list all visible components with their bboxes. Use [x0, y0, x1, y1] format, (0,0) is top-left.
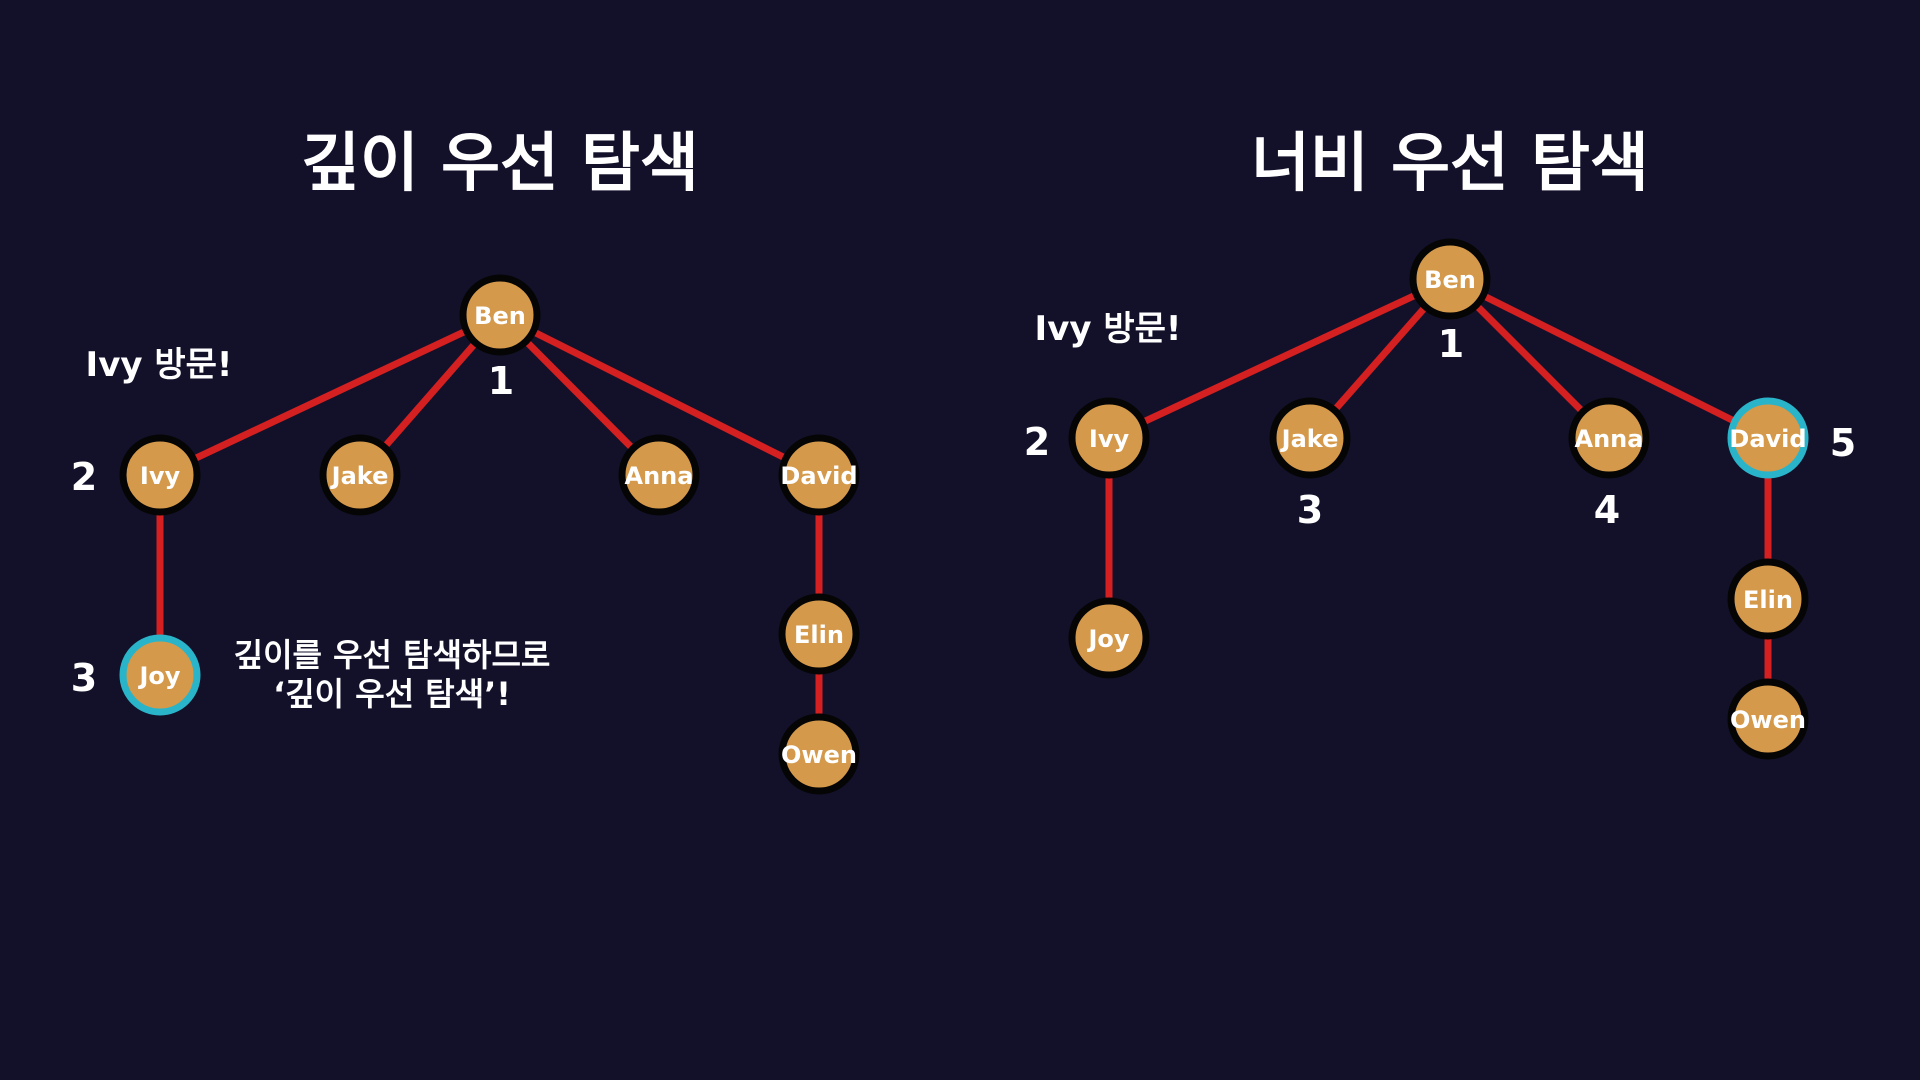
- bfs-note: Ivy 방문!: [1035, 309, 1182, 349]
- dfs-note: Ivy 방문!: [86, 345, 233, 385]
- node-label: Ivy: [1089, 425, 1130, 453]
- dfs-node-ivy: Ivy: [119, 434, 201, 516]
- dfs-node-ben: Ben: [459, 274, 541, 356]
- dfs-node-anna: Anna: [618, 434, 700, 516]
- dfs-node-jake: Jake: [319, 434, 401, 516]
- node-circle: [778, 593, 860, 675]
- bfs-node-anna: Anna: [1568, 397, 1650, 479]
- node-circle: [618, 434, 700, 516]
- node-circle: [1727, 678, 1809, 760]
- node-label: Ben: [474, 302, 526, 330]
- node-label: Ivy: [140, 462, 181, 490]
- dfs-node-david: David: [778, 434, 860, 516]
- dfs-annotation-line1: 깊이를 우선 탐색하므로: [234, 636, 551, 674]
- node-label: David: [780, 462, 857, 490]
- node-label: Jake: [1280, 425, 1339, 453]
- bfs-order-2: 2: [1024, 420, 1050, 464]
- dfs-annotation-line2: ‘깊이 우선 탐색’!: [273, 675, 511, 713]
- node-circle: [1409, 238, 1491, 320]
- node-circle: [1269, 397, 1351, 479]
- bfs-node-david: David: [1727, 397, 1809, 479]
- node-circle: [459, 274, 541, 356]
- node-label: Ben: [1424, 266, 1476, 294]
- bfs-node-elin: Elin: [1727, 558, 1809, 640]
- bfs-node-ivy: Ivy: [1068, 397, 1150, 479]
- dfs-title: 깊이 우선 탐색: [301, 127, 699, 201]
- bfs-order-4: 4: [1594, 488, 1620, 532]
- bfs-order-1: 1: [1438, 322, 1464, 366]
- node-label: Jake: [330, 462, 389, 490]
- node-circle: [119, 634, 201, 716]
- node-circle: [1568, 397, 1650, 479]
- dfs-order-3: 3: [71, 656, 97, 700]
- node-circle: [1727, 558, 1809, 640]
- dfs-node-owen: Owen: [778, 713, 860, 795]
- dfs-node-joy: Joy: [119, 634, 201, 716]
- bfs-order-3: 3: [1297, 488, 1323, 532]
- dfs-order-1: 1: [488, 359, 514, 403]
- node-circle: [778, 434, 860, 516]
- node-label: Elin: [794, 621, 844, 649]
- node-label: Elin: [1743, 586, 1793, 614]
- bfs-node-jake: Jake: [1269, 397, 1351, 479]
- dfs-node-elin: Elin: [778, 593, 860, 675]
- node-label: Anna: [625, 462, 694, 490]
- node-label: Owen: [781, 741, 857, 769]
- dfs-edge-ben-david: [498, 311, 821, 479]
- bfs-edge-ben-ivy: [1107, 275, 1452, 442]
- node-label: Joy: [1086, 625, 1129, 653]
- bfs-node-ben: Ben: [1409, 238, 1491, 320]
- bfs-order-5: 5: [1830, 421, 1856, 465]
- node-label: David: [1729, 425, 1806, 453]
- node-label: Anna: [1575, 425, 1644, 453]
- node-label: Joy: [137, 662, 180, 690]
- dfs-edge-ben-ivy: [158, 311, 502, 479]
- node-circle: [1727, 397, 1809, 479]
- bfs-node-owen: Owen: [1727, 678, 1809, 760]
- node-label: Owen: [1730, 706, 1806, 734]
- bfs-node-joy: Joy: [1068, 597, 1150, 679]
- node-circle: [778, 713, 860, 795]
- node-circle: [1068, 597, 1150, 679]
- node-circle: [119, 434, 201, 516]
- dfs-order-2: 2: [71, 455, 97, 499]
- node-circle: [319, 434, 401, 516]
- node-circle: [1068, 397, 1150, 479]
- bfs-edge-ben-david: [1448, 275, 1770, 442]
- bfs-title: 너비 우선 탐색: [1251, 127, 1649, 201]
